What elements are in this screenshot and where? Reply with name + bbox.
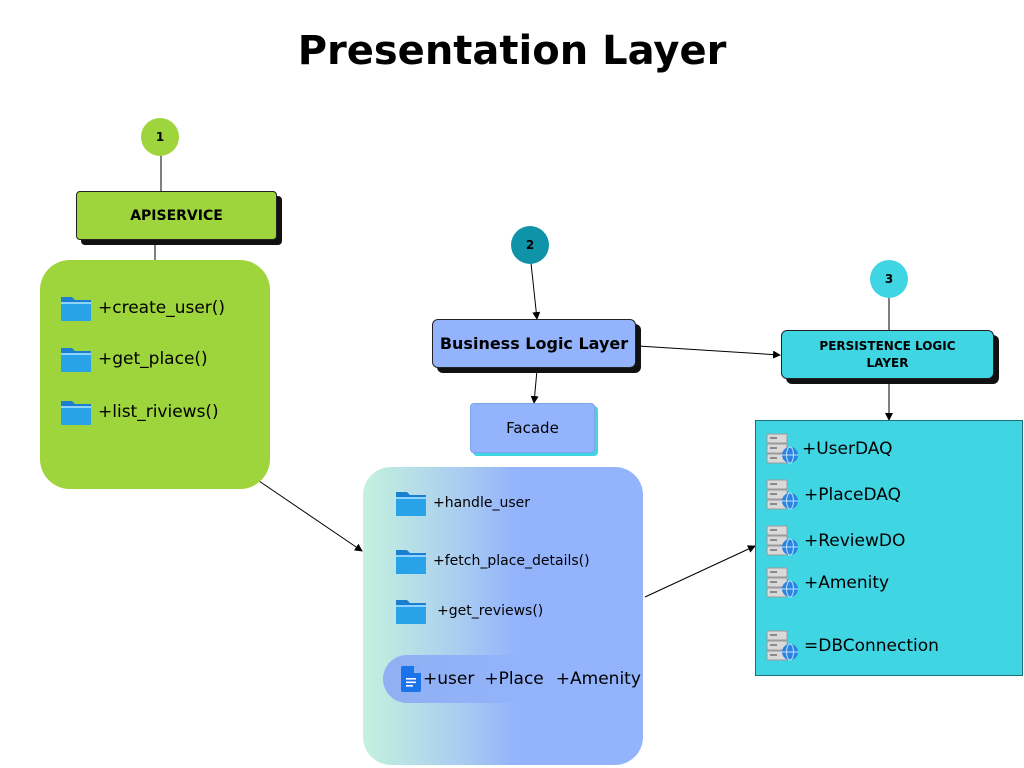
business-item-get-reviews: +get_reviews() [395,597,543,625]
api-service-panel: +create_user() +get_place() +list_riview… [40,260,270,489]
business-item-label: +get_reviews() [437,603,544,619]
api-service-header: APISERVICE [76,191,277,240]
business-panel-to-persistence-arrow [644,545,756,598]
business-item-label: +fetch_place_details() [433,553,590,569]
api-panel-to-business-arrow [258,480,363,552]
api-item-label: +get_place() [98,349,208,369]
business-logic-header-label: Business Logic Layer [439,334,629,353]
business-item-fetch-place-details: +fetch_place_details() [395,547,590,575]
api-item-get-place: +get_place() [60,345,208,373]
document-icon [401,666,421,692]
business-logic-header: Business Logic Layer [432,319,636,368]
persistence-header-line1: PERSISTENCE LOGIC [819,338,956,353]
business-to-facade-arrow [530,369,539,404]
api-item-list-reviews: +list_riviews() [60,398,219,426]
business-logic-panel: +handle_user +fetch_place_details() +get… [363,467,643,765]
folder-icon [396,600,426,624]
persistence-item-label: +ReviewDO [804,531,906,551]
database-server-icon [766,567,798,598]
business-models-pill: +user +Place +Amenity [383,655,641,703]
marker-2: 2 [511,226,549,264]
persistence-item-reviewdo: +ReviewDO [766,525,905,557]
persistence-item-label: +PlaceDAQ [804,485,901,505]
database-server-icon [766,433,798,464]
folder-icon [396,550,426,574]
persistence-panel: +UserDAQ +PlaceDAQ +ReviewDO [755,420,1023,676]
api-service-header-label: APISERVICE [130,207,223,224]
api-item-label: +list_riviews() [98,402,219,422]
model-place-label: +Place [484,669,544,689]
persistence-logic-header: PERSISTENCE LOGIC LAYER [781,330,994,379]
persistence-item-dbconnection: =DBConnection [766,630,939,662]
database-server-icon [766,479,798,510]
persistence-item-userdaq: +UserDAQ [766,433,893,465]
marker2-to-business-arrow [530,262,541,320]
folder-icon [61,401,91,425]
database-server-icon [766,630,798,661]
persistence-item-placedaq: +PlaceDAQ [766,479,901,511]
persistence-item-label: +UserDAQ [802,439,893,459]
database-server-icon [766,525,798,556]
persistence-item-amenity: +Amenity [766,567,889,599]
marker-3: 3 [870,260,908,298]
model-user-label: +user [423,669,475,689]
facade-box: Facade [470,403,595,453]
business-to-persistence-arrow [637,345,781,359]
business-item-label: +handle_user [433,495,530,511]
business-item-handle-user: +handle_user [395,489,530,517]
facade-label: Facade [506,419,559,437]
persistence-item-label: +Amenity [804,573,890,593]
folder-icon [61,348,91,372]
folder-icon [61,297,91,321]
folder-icon [396,492,426,516]
api-item-create-user: +create_user() [60,294,225,322]
api-item-label: +create_user() [98,298,226,318]
model-amenity-label: +Amenity [555,669,641,689]
marker-1: 1 [141,118,179,156]
persistence-item-label: =DBConnection [804,636,939,656]
page-title: Presentation Layer [297,28,727,74]
persistence-header-line2: LAYER [866,355,909,370]
